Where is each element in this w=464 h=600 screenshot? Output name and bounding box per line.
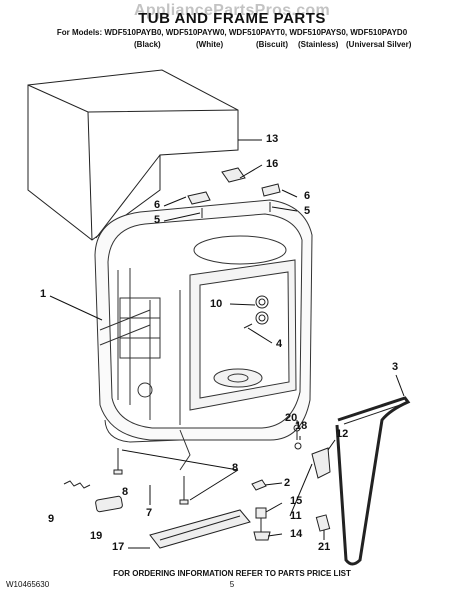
callout-17: 17: [112, 541, 125, 553]
callout-21: 21: [318, 541, 331, 553]
tub-assembly: [94, 199, 313, 471]
color-label-white: (White): [196, 40, 224, 49]
callout-10: 10: [210, 298, 223, 310]
hinge-bracket-part-12: [311, 447, 331, 479]
color-label-black: (Black): [134, 40, 161, 49]
callout-2: 2: [284, 477, 291, 489]
top-bracket-part-16: [221, 167, 246, 183]
insulation-blanket: [27, 69, 239, 241]
hinge-screws: [293, 424, 302, 450]
models-line: For Models: WDF510PAYB0, WDF510PAYW0, WD…: [56, 28, 408, 37]
watermark: AppliancePartsPros.com: [134, 2, 330, 19]
callout-12: 12: [336, 428, 349, 440]
callout-4: 4: [276, 338, 283, 350]
callout-3: 3: [392, 361, 399, 373]
callout-1: 1: [40, 288, 47, 300]
callout-5-left: 5: [154, 214, 161, 226]
color-label-biscuit: (Biscuit): [256, 40, 288, 49]
callout-11: 11: [290, 510, 302, 522]
pad-part-19: [95, 495, 123, 513]
door-gasket-part-3: [335, 396, 411, 566]
color-label-universal-silver: (Universal Silver): [346, 40, 412, 49]
leveling-legs-part-8: [113, 448, 189, 505]
callout-9: 9: [48, 513, 55, 525]
callout-14: 14: [290, 528, 303, 540]
page-title: TUB AND FRAME PARTS: [138, 10, 326, 27]
callout-15: 15: [290, 495, 303, 507]
leveling-leg-part-14: [253, 507, 271, 541]
callout-7: 7: [146, 507, 153, 519]
callout-20: 20: [285, 412, 298, 424]
ordering-notice: FOR ORDERING INFORMATION REFER TO PARTS …: [113, 569, 351, 578]
leader-lines: [49, 139, 405, 549]
clip-part-2: [251, 479, 267, 491]
callout-8-center: 8: [232, 462, 239, 474]
callout-6-left: 6: [154, 199, 161, 211]
callout-16: 16: [266, 158, 279, 170]
door-spring-part-10: [243, 295, 269, 329]
callout-6-right: 6: [304, 190, 311, 202]
callout-18: 18: [295, 420, 308, 432]
page-number: 5: [229, 580, 235, 589]
document-number: W10465630: [6, 580, 50, 589]
base-plate-part-17: [149, 509, 251, 549]
clip-part-21: [315, 514, 331, 532]
mounting-brackets: [187, 183, 281, 218]
callout-13: 13: [266, 133, 279, 145]
spring-part-9: [63, 480, 91, 489]
callout-19: 19: [90, 530, 103, 542]
callout-5-right: 5: [304, 205, 311, 217]
callout-8-left: 8: [122, 486, 129, 498]
color-label-stainless: (Stainless): [298, 40, 339, 49]
